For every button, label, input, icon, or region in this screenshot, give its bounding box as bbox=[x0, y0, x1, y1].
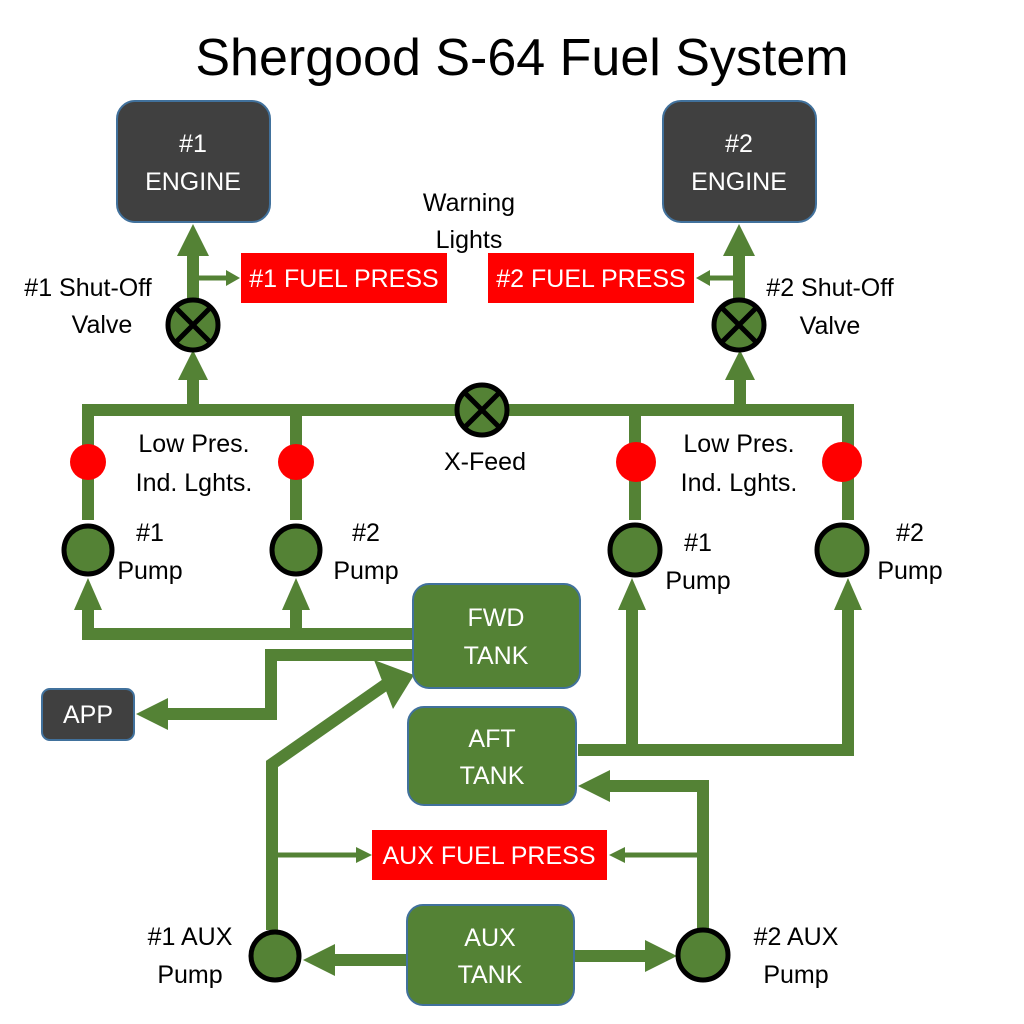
low-pres-light-right-2 bbox=[822, 442, 862, 482]
low-pres-label-right-1: Low Pres. bbox=[683, 430, 794, 458]
engine-1-label: ENGINE bbox=[145, 168, 241, 196]
warning-aux-fuel-press: AUX FUEL PRESS bbox=[372, 830, 607, 880]
warning-fuel-press-1: #1 FUEL PRESS bbox=[241, 253, 447, 303]
svg-text:#1 FUEL PRESS: #1 FUEL PRESS bbox=[249, 265, 438, 293]
aux-tank-label-1: AUX bbox=[464, 924, 516, 952]
arrow-engine2-lower bbox=[725, 350, 755, 380]
pump-left-1-label-1: #1 bbox=[136, 519, 164, 547]
aux-pump-1-label-2: Pump bbox=[157, 961, 222, 989]
pump-right-1 bbox=[607, 522, 663, 578]
pipe-fwd-to-app bbox=[165, 649, 414, 720]
app-unit: APP bbox=[41, 688, 135, 741]
shutoff-valve-1-label-2: Valve bbox=[72, 311, 133, 339]
svg-text:#2 FUEL PRESS: #2 FUEL PRESS bbox=[496, 265, 685, 293]
engine-2: #2 ENGINE bbox=[662, 100, 817, 223]
arrow-engine1-lower bbox=[178, 350, 208, 380]
pipe-fwd-to-left-pumps bbox=[82, 605, 414, 640]
shutoff-valve-2-label-2: Valve bbox=[800, 312, 861, 340]
pump-left-1 bbox=[61, 523, 115, 577]
pump-right-2-label-2: Pump bbox=[877, 557, 942, 585]
arrow-aux-pump2 bbox=[645, 940, 677, 972]
shutoff-valve-2-label-1: #2 Shut-Off bbox=[766, 274, 893, 302]
warning-lights-label-2: Lights bbox=[436, 226, 503, 254]
arrow-aft-tank-in bbox=[578, 770, 610, 802]
arrow-engine1-upper bbox=[177, 224, 209, 256]
shutoff-valve-1 bbox=[165, 297, 221, 353]
arrow-right-pump1 bbox=[618, 578, 646, 610]
aft-tank: AFT TANK bbox=[407, 706, 577, 806]
shutoff-valve-1-label-1: #1 Shut-Off bbox=[24, 274, 151, 302]
xfeed-valve bbox=[454, 382, 510, 438]
warning-lights-label-1: Warning bbox=[423, 189, 515, 217]
aux-tank-label-2: TANK bbox=[458, 961, 523, 989]
pump-right-2-label-1: #2 bbox=[896, 519, 924, 547]
pump-right-1-label-1: #1 bbox=[684, 529, 712, 557]
low-pres-label-right-2: Ind. Lghts. bbox=[681, 469, 798, 497]
pipe-aux1-to-fwd bbox=[266, 673, 399, 930]
warning-fuel-press-2: #2 FUEL PRESS bbox=[488, 253, 694, 303]
engine-2-label: ENGINE bbox=[691, 168, 787, 196]
fwd-tank-label-1: FWD bbox=[468, 604, 525, 632]
pipe-aft-to-right-pumps bbox=[578, 605, 854, 756]
app-label: APP bbox=[63, 701, 113, 729]
aft-tank-label-2: TANK bbox=[460, 762, 525, 790]
shutoff-valve-2 bbox=[711, 297, 767, 353]
arrow-fuelpress1 bbox=[226, 270, 240, 286]
aux-pump-1 bbox=[248, 929, 302, 983]
aux-pump-2-label-1: #2 AUX bbox=[754, 923, 839, 951]
low-pres-light-left-1 bbox=[70, 444, 106, 480]
pipe-aux2-to-aft bbox=[605, 780, 709, 930]
arrow-auxpress-right bbox=[609, 847, 625, 863]
arrow-right-pump2 bbox=[834, 578, 862, 610]
arrow-fwd-tank-in bbox=[374, 660, 414, 709]
low-pres-light-right-1 bbox=[616, 442, 656, 482]
pump-right-1-label-2: Pump bbox=[665, 567, 730, 595]
arrow-aux-pump1 bbox=[303, 944, 335, 976]
low-pres-label-left-2: Ind. Lghts. bbox=[136, 469, 253, 497]
aux-pump-1-label-1: #1 AUX bbox=[148, 923, 233, 951]
arrow-auxpress-left bbox=[356, 847, 372, 863]
fwd-tank: FWD TANK bbox=[412, 583, 581, 689]
arrow-left-pump2 bbox=[282, 578, 310, 610]
engine-1: #1 ENGINE bbox=[116, 100, 271, 223]
aft-tank-label-1: AFT bbox=[468, 725, 515, 753]
pipe-right-manifold bbox=[510, 404, 854, 520]
svg-text:AUX FUEL PRESS: AUX FUEL PRESS bbox=[382, 842, 595, 870]
low-pres-light-left-2 bbox=[278, 444, 314, 480]
fwd-tank-label-2: TANK bbox=[464, 642, 529, 670]
pump-right-2 bbox=[814, 522, 870, 578]
pump-left-2-label-2: Pump bbox=[333, 557, 398, 585]
aux-pump-2-label-2: Pump bbox=[763, 961, 828, 989]
arrow-app bbox=[136, 698, 168, 730]
engine-1-number: #1 bbox=[179, 130, 207, 158]
arrow-engine2-upper bbox=[723, 224, 755, 256]
xfeed-label: X-Feed bbox=[444, 448, 526, 476]
engine-2-number: #2 bbox=[725, 130, 753, 158]
low-pres-label-left-1: Low Pres. bbox=[138, 430, 249, 458]
aux-tank: AUX TANK bbox=[406, 904, 575, 1006]
diagram-title: Shergood S-64 Fuel System bbox=[195, 29, 848, 87]
pump-left-2 bbox=[269, 523, 323, 577]
arrow-fuelpress2 bbox=[696, 270, 710, 286]
aux-pump-2 bbox=[675, 927, 731, 983]
pump-left-1-label-2: Pump bbox=[117, 557, 182, 585]
arrow-left-pump1 bbox=[74, 578, 102, 610]
pump-left-2-label-1: #2 bbox=[352, 519, 380, 547]
